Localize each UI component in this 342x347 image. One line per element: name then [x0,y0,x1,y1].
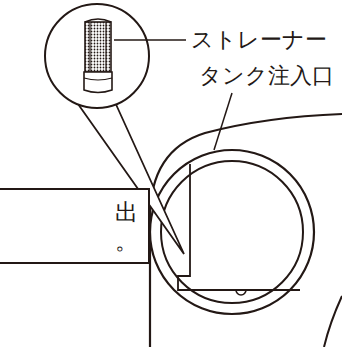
tank-housing [150,114,342,347]
part-label: タンク注入口 [198,64,335,88]
magnifier-circle [45,4,149,108]
strainer-notch [236,290,246,295]
strainer-rib [105,23,106,71]
strainer-base [84,72,112,93]
housing-edge [324,296,342,347]
note-text: 出 。 [115,198,138,256]
strainer-base-rim [84,78,112,80]
strainer-rib [89,23,90,71]
part-label: ストレーナー [190,28,328,52]
leader-line [114,39,186,41]
strainer-mesh [85,22,111,72]
strainer-cap [85,19,111,22]
inlet-ring-inner [161,161,303,303]
leader-line [214,93,232,150]
note-box: 出 。 [0,188,150,264]
strainer-top-view [178,164,300,290]
